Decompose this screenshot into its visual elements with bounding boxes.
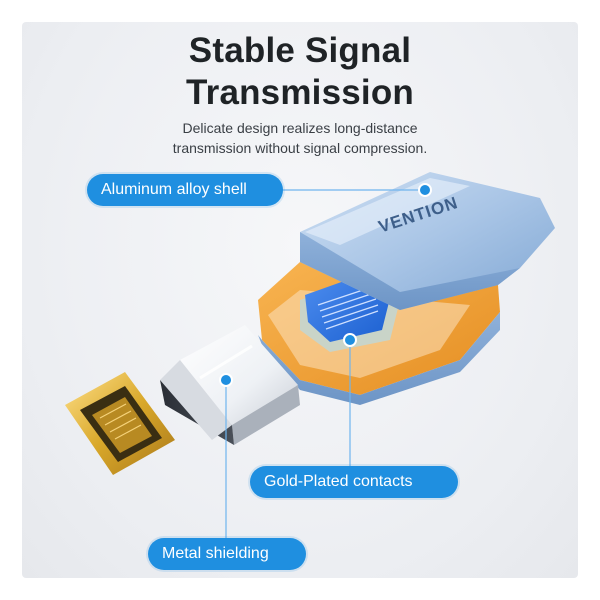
callout-dots <box>219 183 432 387</box>
page-subtitle: Delicate design realizes long-distance t… <box>0 118 600 158</box>
subtitle-line-2: transmission without signal compression. <box>172 140 428 156</box>
gold-port <box>65 372 175 475</box>
subtitle-line-1: Delicate design realizes long-distance <box>182 120 418 136</box>
gold-contacts-label: Gold-Plated contacts <box>250 466 458 498</box>
title-line-2: Transmission <box>185 73 415 112</box>
metal-shielding-label: Metal shielding <box>148 538 306 570</box>
shielding-marker <box>219 373 233 387</box>
aluminum-shell: VENTION <box>300 172 555 310</box>
shell-marker <box>418 183 432 197</box>
title-line-1: Stable Signal <box>188 31 412 70</box>
contacts-marker <box>343 333 357 347</box>
page-title: Stable Signal Transmission <box>0 30 600 114</box>
connector-body <box>160 325 300 445</box>
callout-lines <box>225 189 425 538</box>
aluminum-shell-label: Aluminum alloy shell <box>87 174 283 206</box>
